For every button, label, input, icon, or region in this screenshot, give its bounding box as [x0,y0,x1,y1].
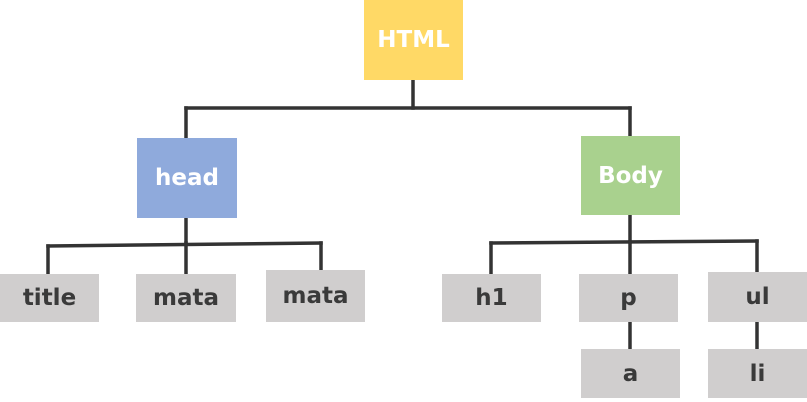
node-title: title [0,274,99,322]
node-head: head [137,138,237,218]
node-ul: ul [708,272,807,322]
node-h1: h1 [442,274,541,322]
node-p: p [579,274,678,322]
node-html: HTML [364,0,463,80]
node-a: a [581,349,680,398]
node-mata-2: mata [266,270,365,322]
node-mata-1: mata [136,274,236,322]
connector-body-bar [489,239,759,245]
node-li: li [708,349,807,398]
node-body: Body [581,136,680,215]
